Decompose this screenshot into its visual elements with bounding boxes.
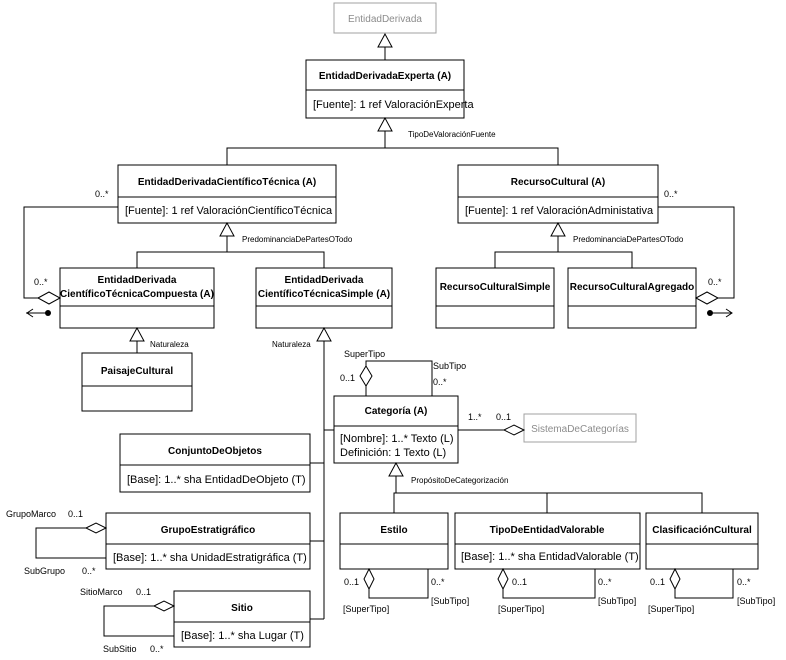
multiplicity: 0..1 [650, 577, 665, 587]
class-name: Sitio [231, 603, 253, 614]
class-recurso-cultural-agregado[interactable]: RecursoCulturalAgregado [567, 267, 697, 329]
class-name: ClasificaciónCultural [652, 525, 752, 536]
multiplicity: 0..* [708, 277, 722, 287]
multiplicity: 0..* [433, 377, 447, 387]
aggregation-right-composite: 0..* 0..* [658, 189, 735, 318]
tipo-self-aggregation: 0..1 0..* [SuperTipo] [SubTipo] [497, 567, 636, 614]
discriminator-label: Naturaleza [272, 340, 311, 349]
class-attribute: [Base]: 1..* sha UnidadEstratigráfica (T… [113, 552, 307, 564]
class-name-line1: EntidadDerivada [98, 275, 177, 286]
multiplicity: 0..* [150, 644, 164, 654]
class-name: ConjuntoDeObjetos [168, 446, 262, 457]
class-entidad-derivada[interactable]: EntidadDerivada [333, 2, 437, 34]
class-recurso-cultural-simple[interactable]: RecursoCulturalSimple [435, 267, 555, 329]
clasificacion-self-aggregation: 0..1 0..* [SuperTipo] [SubTipo] [648, 567, 775, 614]
role-label: SitioMarco [80, 587, 123, 597]
class-attribute: [Fuente]: 1 ref ValoraciónCientíficoTécn… [125, 205, 333, 217]
role-label: SuperTipo [344, 349, 385, 359]
class-entidad-derivada-experta[interactable]: EntidadDerivadaExperta (A) [Fuente]: 1 r… [305, 59, 474, 119]
generalization-to-recurso-cultural: PredominanciaDePartesOTodo [494, 221, 684, 268]
class-conjunto-de-objetos[interactable]: ConjuntoDeObjetos [Base]: 1..* sha Entid… [119, 433, 311, 493]
class-tipo-de-entidad-valorable[interactable]: TipoDeEntidadValorable [Base]: 1..* sha … [454, 512, 641, 570]
class-name: RecursoCulturalSimple [440, 282, 551, 293]
grupo-self-aggregation: GrupoMarco 0..1 SubGrupo 0..* [6, 509, 108, 576]
discriminator-label: PredominanciaDePartesOTodo [573, 235, 684, 244]
class-name: EntidadDerivadaExperta (A) [319, 71, 451, 82]
multiplicity: 0..1 [344, 577, 359, 587]
discriminator-label: TipoDeValoraciónFuente [408, 130, 496, 139]
class-attribute: Definición: 1 Texto (L) [340, 447, 446, 459]
role-label: [SubTipo] [431, 596, 469, 606]
class-estilo[interactable]: Estilo [339, 512, 449, 570]
class-clasificacion-cultural[interactable]: ClasificaciónCultural [645, 512, 759, 570]
multiplicity: 0..1 [512, 577, 527, 587]
class-cientifico-tecnica-simple[interactable]: EntidadDerivada CientíficoTécnicaSimple … [255, 267, 393, 329]
multiplicity: 0..1 [136, 587, 151, 597]
categoria-sistema-aggregation: 1..* 0..1 [458, 412, 526, 436]
generalization-to-simple: Naturaleza [272, 326, 334, 620]
class-attribute: [Fuente]: 1 ref ValoraciónAdministativa [465, 205, 654, 217]
role-label: [SubTipo] [737, 596, 775, 606]
class-categoria[interactable]: Categoría (A) [Nombre]: 1..* Texto (L) D… [333, 395, 459, 464]
role-label: SubGrupo [24, 566, 65, 576]
class-sitio[interactable]: Sitio [Base]: 1..* sha Lugar (T) [173, 590, 311, 648]
class-cientifico-tecnica-compuesta[interactable]: EntidadDerivada CientíficoTécnicaCompues… [59, 267, 215, 329]
multiplicity: 0..* [737, 577, 751, 587]
generalization-to-categoria: PropósitoDeCategorización [388, 461, 703, 513]
discriminator-label: PropósitoDeCategorización [411, 476, 508, 485]
class-name-line1: EntidadDerivada [285, 275, 364, 286]
class-name: Estilo [380, 525, 407, 536]
class-attribute: [Base]: 1..* sha EntidadValorable (T) [461, 551, 639, 563]
discriminator-label: Naturaleza [150, 340, 189, 349]
class-name: Categoría (A) [365, 406, 428, 417]
class-paisaje-cultural[interactable]: PaisajeCultural [81, 352, 193, 412]
class-name: GrupoEstratigráfico [161, 525, 255, 536]
class-name: TipoDeEntidadValorable [490, 525, 605, 536]
aggregation-left-composite: 0..* 0..* [23, 189, 118, 318]
class-name: EntidadDerivada [348, 14, 422, 25]
class-grupo-estratigrafico[interactable]: GrupoEstratigráfico [Base]: 1..* sha Uni… [105, 512, 311, 570]
multiplicity: 1..* [468, 412, 482, 422]
multiplicity: 0..* [82, 566, 96, 576]
class-attribute: [Base]: 1..* sha Lugar (T) [181, 630, 304, 642]
multiplicity: 0..1 [340, 373, 355, 383]
multiplicity: 0..* [664, 189, 678, 199]
role-label: [SubTipo] [598, 596, 636, 606]
class-entidad-cientifico-tecnica[interactable]: EntidadDerivadaCientíficoTécnica (A) [Fu… [117, 164, 337, 224]
class-attribute: [Base]: 1..* sha EntidadDeObjeto (T) [127, 474, 306, 486]
class-name-line2: CientíficoTécnicaSimple (A) [258, 289, 390, 300]
role-label: GrupoMarco [6, 509, 56, 519]
generalization-paisaje-to-compuesta: Naturaleza [129, 326, 189, 353]
class-name: EntidadDerivadaCientíficoTécnica (A) [138, 177, 316, 188]
class-recurso-cultural[interactable]: RecursoCultural (A) [Fuente]: 1 ref Valo… [457, 164, 659, 224]
generalization-experta-to-entidad-derivada [377, 32, 393, 60]
categoria-self-association: SuperTipo SubTipo 0..1 0..* [340, 349, 466, 396]
role-label: SubSitio [103, 644, 137, 654]
class-name: SistemaDeCategorías [531, 424, 629, 435]
role-label: [SuperTipo] [648, 604, 694, 614]
generalization-to-cientifico-tecnica: PredominanciaDePartesOTodo [136, 221, 353, 268]
role-label: SubTipo [433, 361, 466, 371]
role-label: [SuperTipo] [343, 604, 389, 614]
multiplicity: 0..* [34, 277, 48, 287]
discriminator-label: PredominanciaDePartesOTodo [242, 235, 353, 244]
sitio-self-aggregation: SitioMarco 0..1 SubSitio 0..* [80, 587, 176, 654]
class-name-line2: CientíficoTécnicaCompuesta (A) [60, 289, 214, 300]
class-name: RecursoCulturalAgregado [570, 282, 694, 293]
class-attribute: [Nombre]: 1..* Texto (L) [340, 433, 454, 445]
multiplicity: 0..1 [496, 412, 511, 422]
estilo-self-aggregation: 0..1 0..* [SuperTipo] [SubTipo] [343, 567, 469, 614]
generalization-to-experta: TipoDeValoraciónFuente [226, 116, 559, 165]
multiplicity: 0..* [431, 577, 445, 587]
class-name: RecursoCultural (A) [511, 177, 605, 188]
multiplicity: 0..1 [68, 509, 83, 519]
multiplicity: 0..* [95, 189, 109, 199]
class-attribute: [Fuente]: 1 ref ValoraciónExperta [313, 99, 474, 111]
class-sistema-de-categorias[interactable]: SistemaDeCategorías [523, 413, 637, 443]
class-name: PaisajeCultural [101, 366, 173, 377]
multiplicity: 0..* [598, 577, 612, 587]
role-label: [SuperTipo] [498, 604, 544, 614]
